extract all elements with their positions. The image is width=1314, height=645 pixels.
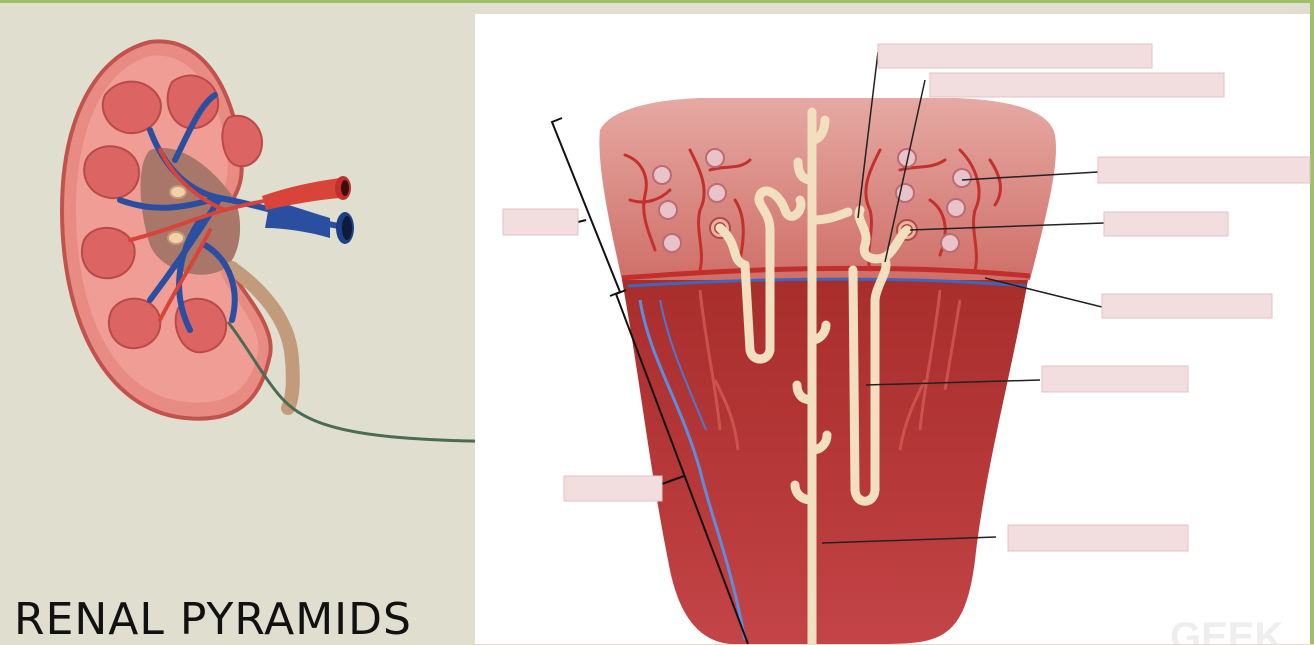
leader-lines bbox=[821, 51, 1105, 544]
label-box-4[interactable] bbox=[1103, 211, 1229, 237]
renal-pelvis bbox=[140, 148, 241, 275]
label-boxes bbox=[502, 43, 1311, 552]
label-box-8[interactable] bbox=[502, 208, 579, 236]
cortical-capillaries bbox=[623, 148, 1002, 272]
slide-top-border bbox=[0, 0, 1314, 3]
kidney-pyramids bbox=[81, 74, 264, 354]
watermark-text: GEEK bbox=[1170, 615, 1283, 644]
medullary-vessels bbox=[698, 289, 962, 451]
arcuate-artery bbox=[621, 265, 1031, 281]
label-box-2[interactable] bbox=[929, 72, 1225, 98]
kidney-illustration bbox=[59, 39, 354, 421]
label-box-5[interactable] bbox=[1101, 293, 1273, 319]
slide-right-border bbox=[1310, 0, 1314, 644]
nephron-tubules bbox=[715, 107, 912, 644]
region-brackets bbox=[550, 117, 749, 644]
label-box-3[interactable] bbox=[1097, 156, 1311, 184]
renal-vein-trunk bbox=[265, 200, 354, 244]
papilla-openings bbox=[167, 185, 187, 245]
ureter bbox=[225, 261, 300, 415]
slide-title: RENAL PYRAMIDS bbox=[14, 594, 412, 645]
label-box-1[interactable] bbox=[877, 43, 1153, 69]
pyramid-illustration bbox=[599, 98, 1056, 644]
medulla-bracket bbox=[614, 289, 749, 644]
label-box-9[interactable] bbox=[563, 475, 663, 502]
label-box-6[interactable] bbox=[1041, 365, 1189, 393]
glomeruli bbox=[652, 148, 972, 253]
label-box-7[interactable] bbox=[1007, 524, 1189, 552]
vasa-recta bbox=[638, 299, 747, 641]
renal-artery-trunk bbox=[262, 176, 351, 210]
